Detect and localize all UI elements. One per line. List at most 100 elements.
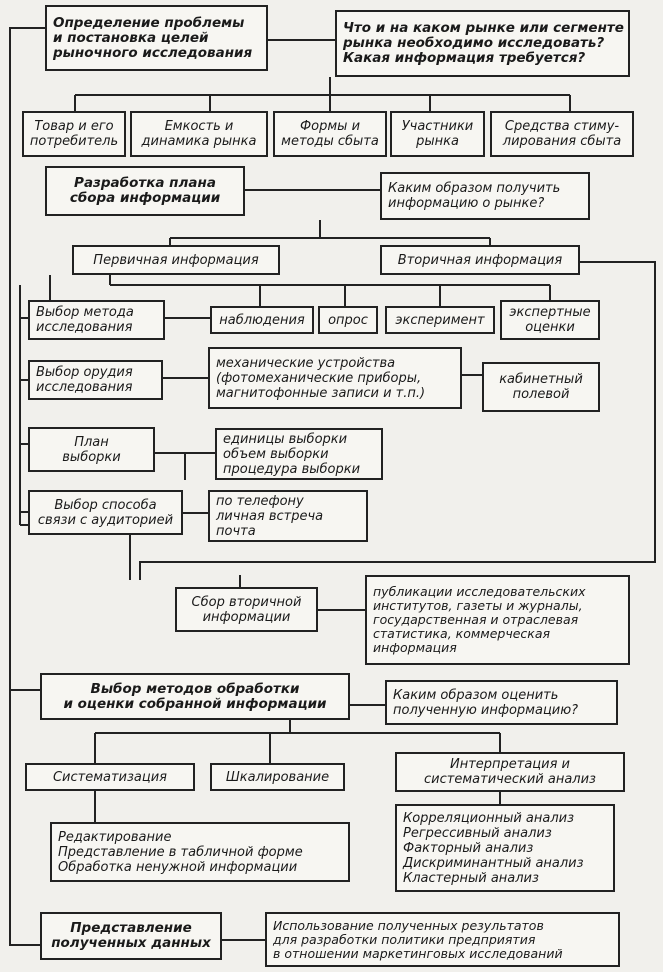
text-line: Выбор орудия bbox=[36, 365, 133, 380]
sales-forms-box: Формы и методы сбыта bbox=[273, 111, 387, 157]
publications-box: публикации исследовательских институтов,… bbox=[365, 575, 630, 665]
sample-plan-box: План выборки bbox=[28, 427, 155, 472]
text-line: Факторный анализ bbox=[403, 840, 534, 856]
text-line: связи с аудиторией bbox=[37, 512, 174, 528]
text-line: Формы и bbox=[299, 119, 361, 134]
text-line: и оценки собранной информации bbox=[63, 695, 327, 712]
observation-box: наблюдения bbox=[210, 306, 314, 334]
text-line: методы сбыта bbox=[281, 134, 379, 149]
experiment-box: эксперимент bbox=[385, 306, 495, 334]
text-line: по телефону bbox=[216, 493, 304, 509]
desk-field-box: кабинетный полевой bbox=[482, 362, 600, 412]
text-line: Выбор методов обработки bbox=[90, 680, 300, 697]
text-line: Использование полученных результатов bbox=[273, 917, 544, 933]
plan-development-box: Разработка плана сбора информации bbox=[45, 166, 245, 216]
text-line: статистика, коммерческая bbox=[373, 626, 551, 641]
text-line: Емкость и bbox=[164, 119, 234, 134]
results-usage-box: Использование полученных результатов для… bbox=[265, 912, 620, 967]
question-how-eval-box: Каким образом оценить полученную информа… bbox=[385, 680, 618, 725]
text-line: исследования bbox=[36, 380, 133, 395]
text-line: Средства стиму- bbox=[504, 119, 620, 134]
text-line: личная встреча bbox=[216, 508, 324, 524]
interpretation-box: Интерпретация и систематический анализ bbox=[395, 752, 625, 792]
text-line: Шкалирование bbox=[225, 769, 330, 785]
presentation-box: Представление полученных данных bbox=[40, 912, 222, 960]
text-line: кабинетный bbox=[499, 372, 583, 387]
primary-info-box: Первичная информация bbox=[72, 245, 280, 275]
text-line: Интерпретация и bbox=[449, 757, 571, 772]
processing-methods-box: Выбор методов обработки и оценки собранн… bbox=[40, 673, 350, 720]
expert-estimates-box: экспертные оценки bbox=[500, 300, 600, 340]
text-line: Каким образом оценить bbox=[393, 687, 559, 703]
text-line: потребитель bbox=[29, 134, 119, 149]
text-line: оценки bbox=[525, 320, 575, 335]
text-line: систематический анализ bbox=[424, 772, 596, 787]
method-choice-box: Выбор метода исследования bbox=[28, 300, 165, 340]
text-line: в отношении маркетинговых исследований bbox=[273, 945, 563, 961]
text-line: Представление bbox=[70, 920, 192, 936]
text-line: для разработки политики предприятия bbox=[273, 931, 536, 947]
text-line: Вторичная информация bbox=[397, 252, 563, 268]
market-capacity-box: Емкость и динамика рынка bbox=[130, 111, 268, 157]
question-what-box: Что и на каком рынке или сегменте рынка … bbox=[335, 10, 630, 77]
analysis-methods-box: Корреляционный анализ Регрессивный анали… bbox=[395, 804, 615, 892]
text-line: и постановка целей bbox=[53, 29, 209, 46]
editing-box: Редактирование Представление в табличной… bbox=[50, 822, 350, 882]
tool-choice-box: Выбор орудия исследования bbox=[28, 360, 163, 400]
text-line: полученных данных bbox=[51, 935, 211, 951]
text-line: Товар и его bbox=[34, 119, 114, 134]
question-how-get-box: Каким образом получить информацию о рынк… bbox=[380, 172, 590, 220]
text-line: информации bbox=[202, 609, 291, 625]
problem-definition-box: Определение проблемы и постановка целей … bbox=[45, 5, 268, 71]
text-line: институтов, газеты и журналы, bbox=[373, 598, 583, 613]
text-line: опрос bbox=[328, 312, 368, 328]
text-line: государственная и отраслевая bbox=[373, 612, 579, 627]
text-line: процедура выборки bbox=[223, 461, 361, 477]
contact-choice-box: Выбор способа связи с аудиторией bbox=[28, 490, 183, 535]
product-consumer-box: Товар и его потребитель bbox=[22, 111, 126, 157]
text-line: Разработка плана bbox=[74, 175, 216, 191]
systematization-box: Систематизация bbox=[25, 763, 195, 791]
text-line: механические устройства bbox=[216, 355, 396, 371]
text-line: почта bbox=[216, 523, 256, 539]
text-line: Систематизация bbox=[52, 769, 168, 785]
text-line: Участники bbox=[401, 119, 474, 134]
text-line: объем выборки bbox=[223, 446, 329, 462]
text-line: магнитофонные записи и т.п.) bbox=[216, 385, 426, 401]
sample-units-box: единицы выборки объем выборки процедура … bbox=[215, 428, 383, 480]
text-line: Какая информация требуется? bbox=[343, 50, 586, 66]
secondary-collect-box: Сбор вторичной информации bbox=[175, 587, 318, 632]
text-line: выборки bbox=[62, 449, 121, 465]
text-line: Редактирование bbox=[58, 829, 172, 845]
text-line: единицы выборки bbox=[223, 431, 348, 447]
sales-promotion-box: Средства стиму- лирования сбыта bbox=[490, 111, 634, 157]
contact-ways-box: по телефону личная встреча почта bbox=[208, 490, 368, 542]
text-line: Выбор способа bbox=[54, 497, 157, 513]
text-line: Дискриминантный анализ bbox=[403, 855, 584, 871]
text-line: Регрессивный анализ bbox=[403, 825, 552, 841]
text-line: Первичная информация bbox=[93, 252, 259, 268]
market-participants-box: Участники рынка bbox=[390, 111, 485, 157]
text-line: Кластерный анализ bbox=[403, 870, 539, 886]
text-line: динамика рынка bbox=[141, 134, 257, 149]
text-line: Обработка ненужной информации bbox=[58, 859, 298, 875]
scaling-box: Шкалирование bbox=[210, 763, 345, 791]
text-line: Представление в табличной форме bbox=[58, 844, 303, 860]
text-line: полученную информацию? bbox=[393, 702, 579, 718]
survey-box: опрос bbox=[318, 306, 378, 334]
text-line: Корреляционный анализ bbox=[403, 810, 575, 826]
text-line: План bbox=[74, 434, 109, 450]
text-line: Каким образом получить bbox=[388, 181, 561, 196]
devices-box: механические устройства (фотомеханически… bbox=[208, 347, 462, 409]
text-line: Определение проблемы bbox=[53, 14, 245, 31]
secondary-info-box: Вторичная информация bbox=[380, 245, 580, 275]
text-line: рынка необходимо исследовать? bbox=[343, 35, 605, 51]
text-line: публикации исследовательских bbox=[373, 584, 586, 599]
text-line: Сбор вторичной bbox=[191, 594, 302, 610]
text-line: рынка bbox=[416, 134, 459, 149]
text-line: наблюдения bbox=[219, 312, 305, 328]
text-line: Что и на каком рынке или сегменте bbox=[343, 20, 624, 36]
text-line: информацию о рынке? bbox=[388, 196, 545, 211]
text-line: экспертные bbox=[509, 305, 591, 320]
